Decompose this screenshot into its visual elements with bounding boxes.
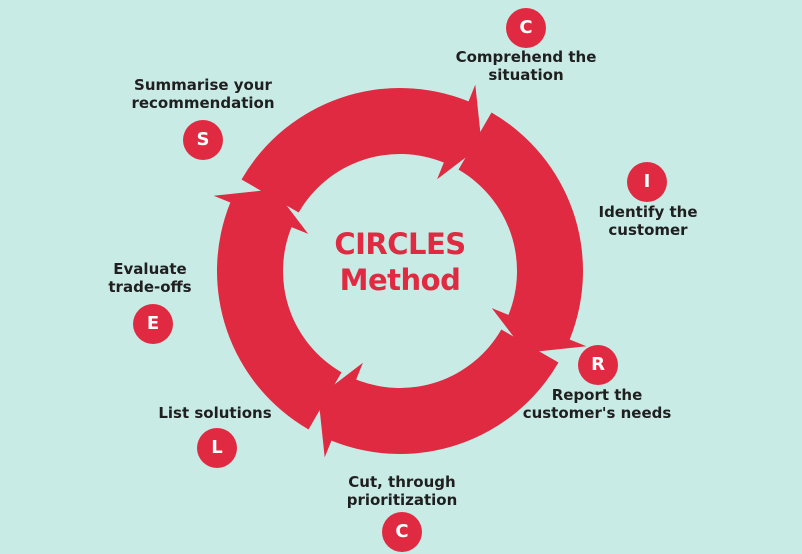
step-label-line: customer [608, 221, 688, 239]
step-label-summarise: Summarise your recommendation [123, 76, 283, 112]
step-label-line: Comprehend the [455, 48, 597, 66]
step-label-cut: Cut, through prioritization [326, 473, 478, 509]
step-label-line: trade-offs [108, 278, 192, 296]
step-label-line: recommendation [131, 94, 275, 112]
step-badge-l-list: L [197, 428, 237, 468]
step-label-comprehend: Comprehend the situation [446, 48, 606, 84]
step-badge-s-summarise: S [183, 120, 223, 160]
step-label-line: prioritization [346, 491, 458, 509]
step-label-line: Summarise your [134, 76, 272, 94]
step-badge-c-comprehend: C [506, 8, 546, 48]
step-label-line: Evaluate [113, 260, 187, 278]
step-label-line: situation [488, 66, 564, 84]
arrow-bottom-left [318, 329, 559, 458]
step-label-list: List solutions [145, 404, 285, 422]
arrow-top-right [241, 84, 482, 213]
arrow-top-left [213, 189, 342, 430]
step-label-line: List solutions [158, 404, 272, 422]
step-label-line: Report the [551, 386, 643, 404]
step-label-line: Cut, through [348, 473, 456, 491]
step-badge-c-cut: C [382, 512, 422, 552]
step-badge-i-identify: I [627, 162, 667, 202]
center-title: CIRCLES Method [300, 226, 500, 298]
step-label-line: Identify the [598, 203, 698, 221]
center-title-line1: CIRCLES [334, 227, 466, 261]
arrow-bottom-right [458, 112, 587, 353]
step-label-evaluate: Evaluate trade-offs [85, 260, 215, 296]
step-label-identify: Identify the customer [578, 203, 718, 239]
step-label-report: Report the customer's needs [522, 386, 672, 422]
step-badge-e-evaluate: E [133, 304, 173, 344]
step-label-line: customer's needs [522, 404, 672, 422]
center-title-line2: Method [339, 263, 461, 297]
step-badge-r-report: R [578, 345, 618, 385]
